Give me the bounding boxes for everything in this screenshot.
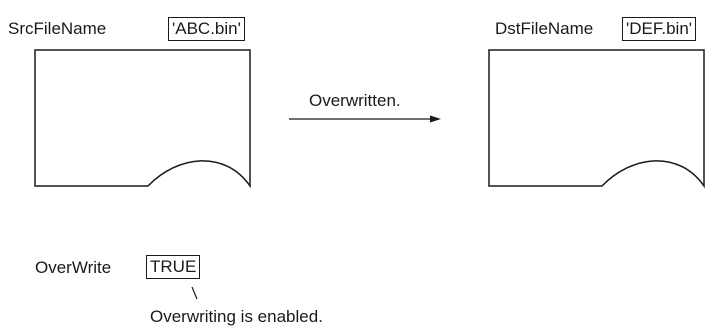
callout-tick xyxy=(191,286,198,300)
source-filename-box: 'ABC.bin' xyxy=(168,17,245,41)
overwrite-note: Overwriting is enabled. xyxy=(150,307,323,326)
destination-filename-box: 'DEF.bin' xyxy=(622,17,697,41)
arrow-label: Overwritten. xyxy=(309,91,401,110)
destination-label: DstFileName xyxy=(495,19,594,38)
source-document-icon xyxy=(34,49,251,189)
overwrite-arrow-head xyxy=(430,115,441,123)
overwrite-value-box: TRUE xyxy=(146,255,201,279)
overwrite-label: OverWrite xyxy=(35,258,112,277)
source-label: SrcFileName xyxy=(8,19,107,38)
destination-document-icon xyxy=(488,49,705,189)
